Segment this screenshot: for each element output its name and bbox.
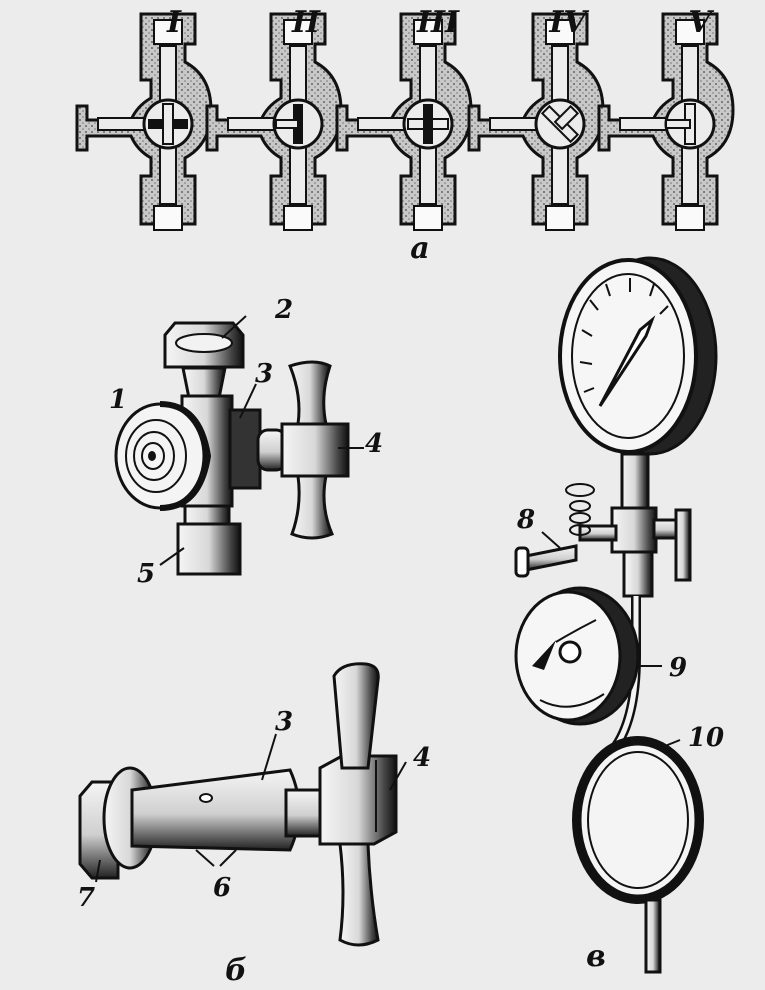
subfigure-label-a: а (410, 231, 429, 266)
label-position-V: V (688, 5, 714, 40)
callout-9: 9 (669, 653, 687, 683)
label-position-I: I (166, 5, 182, 40)
label-position-III: III (416, 5, 460, 40)
three-way-valve (114, 321, 350, 576)
conical-plug (78, 662, 398, 947)
callout-2: 2 (274, 295, 293, 325)
callout-5: 5 (137, 559, 155, 589)
valve-position-I (75, 12, 213, 232)
valve-position-V (597, 12, 735, 232)
label-position-II: II (291, 5, 321, 40)
callout-6: 6 (213, 873, 231, 903)
pressure-gauge (514, 256, 718, 974)
callout-7: 7 (77, 883, 95, 913)
subfigure-label-v: в (586, 939, 606, 974)
subfigure-label-b: б (225, 953, 247, 988)
callout-4: 4 (365, 429, 383, 459)
callout-4-lower: 4 (413, 743, 431, 773)
callout-10: 10 (688, 723, 724, 753)
callout-3-lower: 3 (275, 707, 293, 737)
valve-position-II (205, 12, 343, 232)
valve-position-III (335, 12, 473, 232)
label-position-IV: IV (548, 5, 589, 40)
callout-1: 1 (109, 385, 127, 415)
callout-8: 8 (516, 505, 535, 535)
gauge-dial-marks (579, 278, 669, 393)
callout-3: 3 (255, 359, 273, 389)
valve-position-IV (467, 12, 605, 232)
